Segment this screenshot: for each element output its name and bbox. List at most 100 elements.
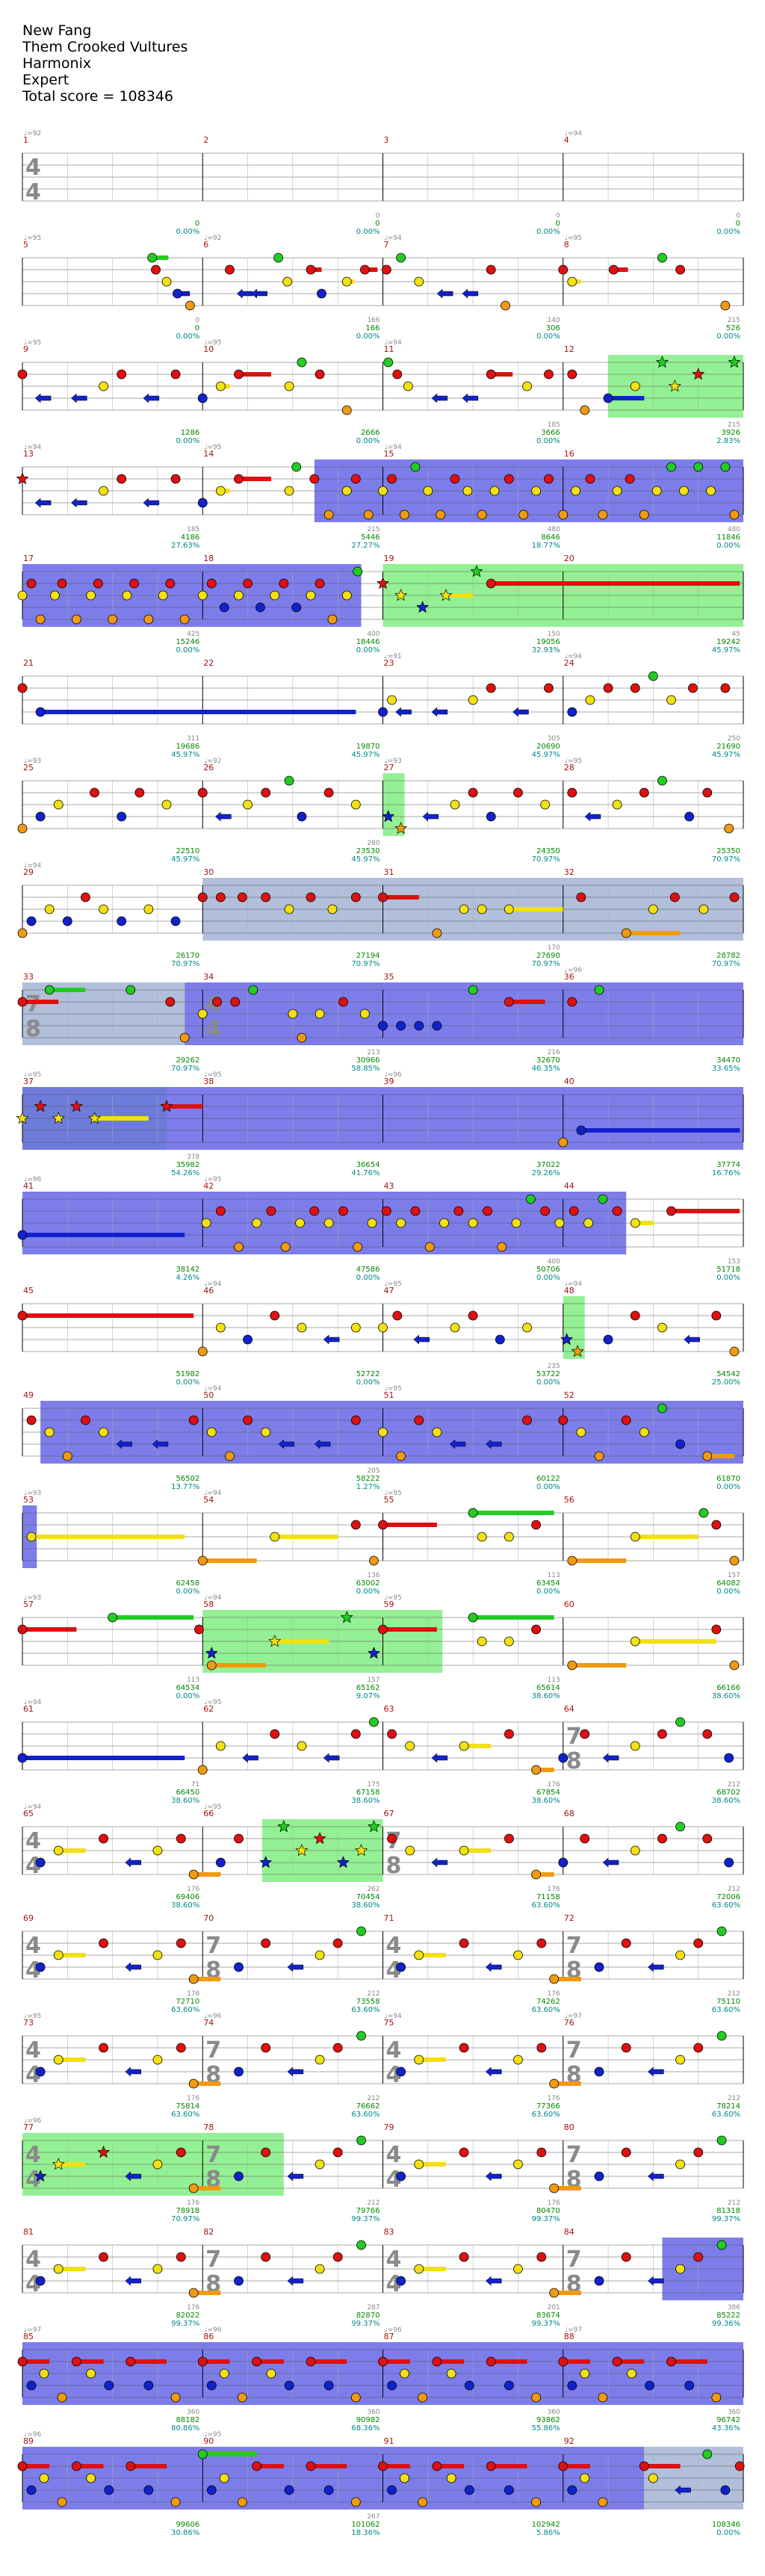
note-yellow: [396, 1218, 406, 1228]
note-green: [675, 1717, 685, 1727]
note-blue: [387, 2485, 397, 2495]
note-green: [126, 985, 136, 995]
star-note-blue: [34, 2170, 47, 2182]
note-red: [378, 892, 388, 902]
note-points: 176: [548, 2095, 560, 2102]
note-green: [248, 985, 258, 995]
star-percent: 32.93%: [532, 646, 560, 654]
star-percent: 63.60%: [171, 2006, 199, 2014]
note-yellow: [152, 2264, 163, 2274]
note-red: [93, 578, 103, 589]
note-orange: [702, 1451, 713, 1461]
measure-number: 70: [203, 1913, 214, 1923]
sustain-yellow: [464, 1848, 492, 1853]
note-red: [306, 2356, 316, 2367]
hopo-note-blue: [34, 393, 52, 403]
time-sig-num: 4: [386, 2037, 402, 2063]
note-red: [176, 2147, 186, 2158]
note-red: [544, 474, 554, 484]
note-red: [126, 2356, 136, 2367]
sustain-red: [382, 2464, 410, 2468]
star-percent: 5.86%: [536, 2529, 560, 2537]
note-yellow: [554, 1218, 565, 1228]
note-red: [270, 1729, 280, 1739]
time-sig-den: 4: [25, 179, 41, 205]
note-red: [639, 787, 649, 798]
sustain-yellow: [464, 1744, 492, 1748]
note-points: 0: [376, 212, 380, 220]
note-points: 176: [187, 1990, 199, 1998]
star-percent: 0.00%: [356, 646, 380, 654]
note-yellow: [706, 486, 716, 496]
note-yellow: [468, 1218, 478, 1228]
note-orange: [549, 2288, 560, 2298]
note-red: [215, 1206, 226, 1216]
note-yellow: [315, 1009, 325, 1019]
note-red: [234, 474, 244, 484]
tempo-marker: ♩=95: [204, 1071, 221, 1079]
note-orange: [188, 2078, 199, 2089]
measure-number: 27: [384, 763, 394, 773]
note-red: [197, 787, 208, 798]
note-orange: [197, 1555, 208, 1566]
measure-score: 28782: [716, 952, 740, 960]
tempo-marker: ♩=93: [24, 758, 41, 765]
note-red: [688, 683, 698, 693]
note-red: [90, 787, 99, 798]
hopo-note-blue: [287, 1962, 304, 1972]
note-yellow: [648, 2473, 658, 2483]
chart-row: 13♩=94185418627.63%14♩=95215544627.27%15…: [16, 444, 744, 550]
note-blue: [558, 1857, 569, 1868]
note-blue: [26, 2485, 37, 2495]
sustain-red: [22, 1000, 59, 1004]
note-yellow: [630, 1636, 640, 1647]
note-yellow: [323, 1218, 334, 1228]
time-sig-num: 7: [205, 2247, 221, 2273]
note-red: [170, 369, 181, 380]
sustain-blue: [580, 1128, 740, 1133]
note-points: 176: [548, 1990, 560, 1998]
tempo-marker: ♩=95: [385, 1490, 402, 1497]
time-sig-num: 7: [205, 2142, 221, 2168]
chart-row: 53♩=93624580.00%54♩=94136630020.00%55♩=9…: [22, 1490, 744, 1596]
hopo-note-blue: [422, 811, 439, 822]
note-points: 360: [187, 2409, 199, 2416]
star-note-red: [160, 1100, 173, 1112]
star-percent: 68.36%: [351, 2424, 380, 2433]
measure-number: 46: [203, 1286, 214, 1295]
star-percent: 45.97%: [351, 751, 380, 759]
note-red: [261, 787, 271, 798]
note-yellow: [630, 1741, 640, 1751]
measure-score: 19870: [356, 743, 380, 751]
note-red: [243, 1415, 253, 1425]
note-blue: [117, 916, 127, 926]
note-blue: [26, 2380, 37, 2391]
sustain-yellow: [445, 593, 474, 598]
measure-number: 7: [384, 240, 389, 250]
time-sig-num: 4: [25, 2037, 41, 2063]
note-yellow: [152, 1845, 163, 1856]
time-sig-den: 4: [205, 1016, 221, 1042]
note-blue: [219, 602, 229, 613]
sustain-red: [644, 2464, 681, 2468]
note-yellow: [504, 904, 514, 914]
note-points: 157: [728, 1572, 740, 1579]
note-yellow: [53, 799, 64, 810]
note-yellow: [657, 1322, 667, 1333]
note-yellow: [367, 1218, 377, 1228]
chart-row: 77♩=96441767891870.97%78782127976699.37%…: [22, 2117, 744, 2223]
note-blue: [594, 2066, 604, 2077]
note-orange: [237, 2497, 247, 2507]
note-green: [44, 985, 55, 995]
star-note-blue: [259, 1856, 273, 1868]
measure-number: 53: [23, 1495, 34, 1505]
note-red: [621, 2252, 631, 2262]
note-points: 176: [548, 2199, 560, 2207]
